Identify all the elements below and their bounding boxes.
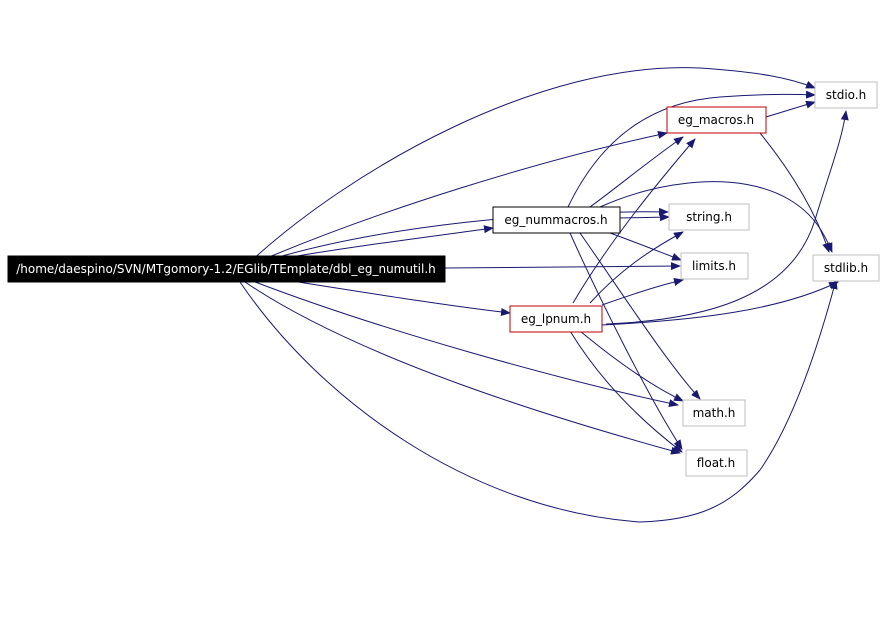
node-limits-label: limits.h — [692, 259, 736, 273]
node-math-label: math.h — [693, 406, 736, 420]
node-eg-nummacros-label: eg_nummacros.h — [504, 213, 607, 227]
edge-lpnum-to-stdlib — [601, 281, 839, 326]
edge-nummacros-to-eg-macros — [589, 136, 684, 208]
edge-lpnum-to-stdio — [605, 110, 849, 325]
edge-nummacros-to-limits — [609, 232, 682, 261]
node-string: string.h — [668, 203, 750, 231]
edge-lpnum-to-eg-macros — [572, 138, 696, 304]
edge-lpnum-to-float — [569, 330, 683, 453]
edge-root-to-math — [249, 279, 679, 408]
edge-root-to-stdio — [249, 67, 816, 263]
edge-nummacros-to-stdlib — [599, 181, 833, 253]
node-root-label: /home/daespino/SVN/MTgomory-1.2/EGlib/TE… — [16, 262, 436, 276]
node-float: float.h — [685, 449, 748, 477]
edge-lpnum-to-limits — [601, 278, 684, 306]
node-eg-lpnum[interactable]: eg_lpnum.h — [509, 305, 603, 333]
node-string-label: string.h — [686, 210, 732, 224]
edge-root-to-limits — [444, 262, 681, 271]
edge-macros-to-stdio — [765, 100, 816, 118]
edge-macros-to-stdlib — [759, 132, 830, 253]
node-eg-lpnum-label: eg_lpnum.h — [521, 312, 591, 326]
edge-lpnum-to-string — [589, 231, 684, 304]
edge-lpnum-to-math — [579, 330, 684, 402]
edge-nummacros-to-string — [619, 213, 670, 222]
node-limits: limits.h — [680, 252, 749, 280]
edge-root-to-float — [244, 281, 681, 455]
node-float-label: float.h — [697, 456, 735, 470]
node-eg-macros-label: eg_macros.h — [678, 113, 754, 127]
edge-nummacros-to-float — [569, 232, 683, 450]
edge-root-to-stdlib — [239, 279, 838, 523]
node-stdio-label: stdio.h — [826, 88, 866, 102]
node-math: math.h — [682, 399, 746, 427]
node-stdlib-label: stdlib.h — [824, 261, 868, 275]
node-root[interactable]: /home/daespino/SVN/MTgomory-1.2/EGlib/TE… — [7, 255, 446, 283]
node-eg-nummacros[interactable]: eg_nummacros.h — [492, 206, 621, 234]
node-eg-macros[interactable]: eg_macros.h — [666, 106, 767, 134]
edge-nummacros-to-stdio — [567, 90, 816, 208]
edge-root-to-eg-macros — [261, 130, 668, 261]
node-stdio: stdio.h — [814, 81, 878, 109]
node-stdlib: stdlib.h — [812, 254, 880, 282]
